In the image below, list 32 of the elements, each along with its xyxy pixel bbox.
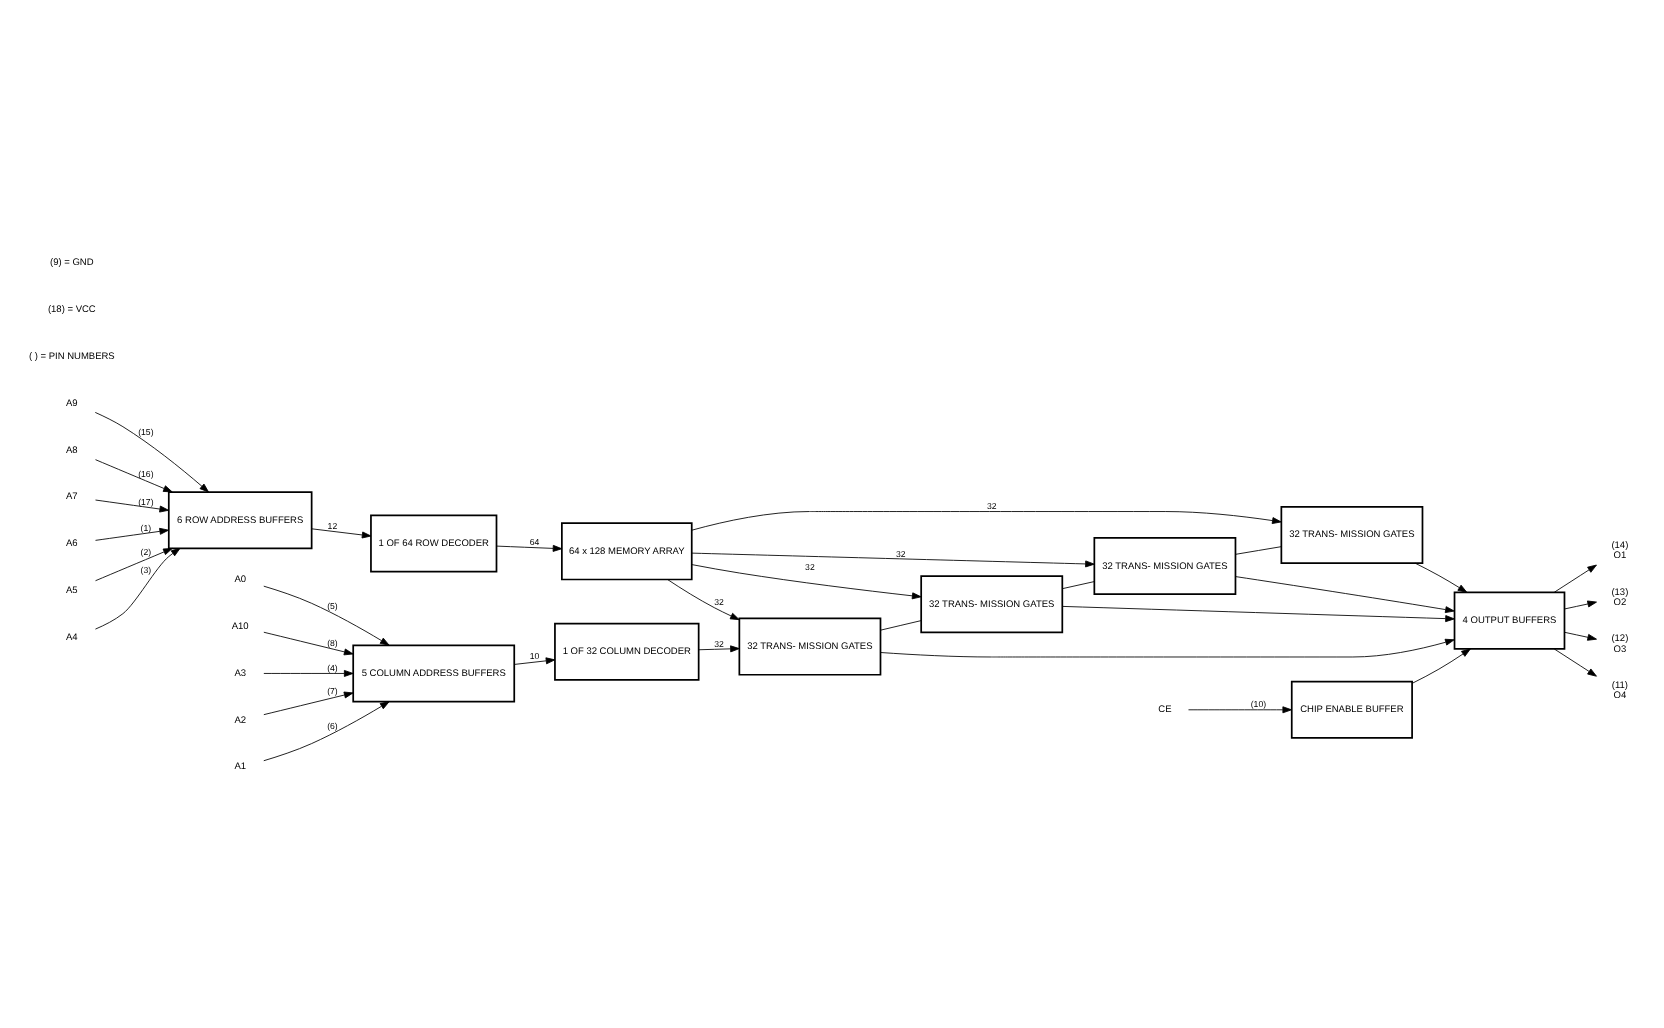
connector: [1061, 580, 1095, 589]
arrow: [496, 543, 563, 551]
arrow: [1553, 563, 1597, 592]
arrow: [667, 578, 740, 620]
arrow: [1564, 599, 1597, 609]
arrow: [95, 526, 169, 540]
arrow: [1411, 647, 1471, 683]
arrow: [1414, 561, 1468, 592]
arrow: [691, 510, 1282, 530]
arrow: [95, 546, 181, 629]
arrow: [1553, 647, 1597, 676]
arrow: [263, 690, 354, 715]
arrow: [880, 637, 1455, 657]
arrow: [698, 644, 740, 652]
connector: [880, 619, 922, 630]
arrow: [691, 563, 922, 599]
arrow: [95, 458, 173, 492]
arrow: [95, 498, 169, 512]
connector: [1235, 545, 1282, 554]
arrow: [95, 547, 173, 581]
arrow: [513, 656, 556, 664]
arrow: [1062, 604, 1455, 622]
arrow: [263, 700, 390, 761]
arrow: [691, 551, 1095, 567]
arrow: [94, 411, 209, 492]
arrow: [1564, 630, 1597, 640]
arrow: [263, 584, 390, 645]
arrow: [311, 527, 372, 538]
arrow: [263, 630, 354, 655]
arrow: [263, 668, 354, 676]
arrow: [1235, 575, 1455, 613]
arrow: [1188, 705, 1292, 713]
